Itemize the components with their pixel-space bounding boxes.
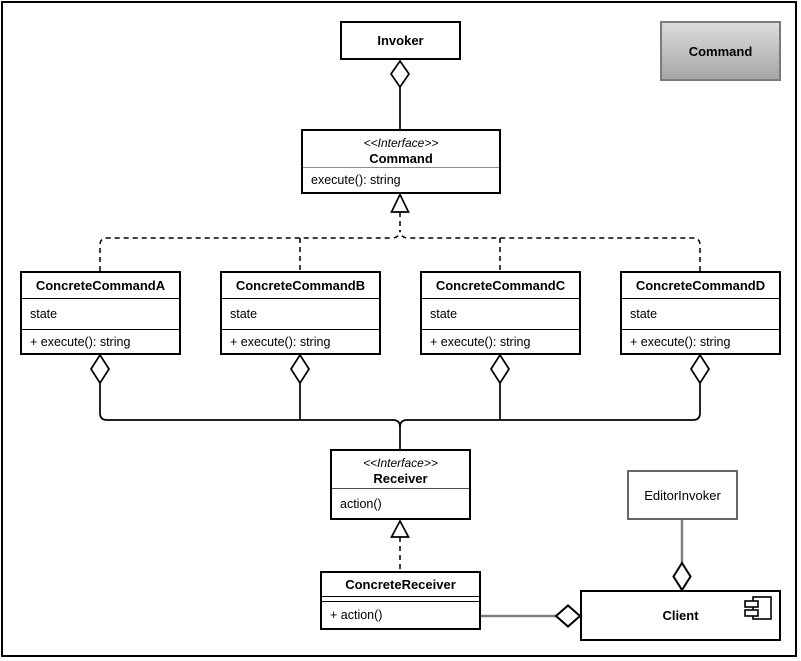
command-interface-method: execute(): string [303, 167, 499, 192]
concrete-receiver-method: + action() [330, 608, 383, 622]
editor-invoker-name: EditorInvoker [644, 487, 721, 503]
concrete-command-b: ConcreteCommandB state + execute(): stri… [220, 271, 381, 355]
invoker-class-name: Invoker [377, 33, 424, 48]
receiver-realization-link [390, 519, 410, 571]
invoker-class: Invoker [340, 21, 461, 60]
client-class: Client [580, 590, 781, 641]
invoker-command-aggregation [389, 59, 411, 129]
command-component-box: Command [660, 21, 781, 81]
editor-invoker-class: EditorInvoker [627, 470, 738, 520]
command-interface: <<Interface>> Command execute(): string [301, 129, 501, 194]
concrete-command-a-attribute: state [22, 298, 179, 330]
concrete-command-d-name: ConcreteCommandD [635, 278, 766, 293]
concrete-receiver-empty-attributes [322, 597, 479, 602]
receiver-interface-name: Receiver [373, 471, 428, 486]
command-interface-name: Command [369, 151, 433, 166]
concrete-command-c-name: ConcreteCommandC [435, 278, 566, 293]
concrete-command-a-method: + execute(): string [30, 334, 131, 349]
concrete-command-d-attribute: state [622, 298, 779, 330]
command-interface-stereotype: <<Interface>> [363, 136, 439, 150]
concrete-receiver: ConcreteReceiver + action() [320, 571, 481, 630]
concrete-command-d: ConcreteCommandD state + execute(): stri… [620, 271, 781, 355]
editorinvoker-client-aggregation [672, 520, 692, 592]
commands-receiver-aggregation [89, 353, 711, 449]
client-class-name: Client [662, 608, 699, 623]
concrete-command-d-method: + execute(): string [630, 334, 731, 349]
component-icon [744, 596, 772, 620]
command-realization-links [99, 212, 701, 271]
receiver-client-aggregation [480, 604, 582, 628]
receiver-interface-stereotype: <<Interface>> [363, 456, 438, 470]
command-interface-header: <<Interface>> Command [303, 131, 499, 167]
command-component-label: Command [688, 43, 753, 59]
concrete-command-b-name: ConcreteCommandB [235, 278, 366, 293]
concrete-command-a-name: ConcreteCommandA [35, 278, 166, 293]
concrete-command-a: ConcreteCommandA state + execute(): stri… [20, 271, 181, 355]
concrete-command-b-method: + execute(): string [230, 334, 331, 349]
receiver-interface-header: <<Interface>> Receiver [332, 451, 469, 488]
concrete-command-c-attribute: state [422, 298, 579, 330]
receiver-interface: <<Interface>> Receiver action() [330, 449, 471, 520]
concrete-command-c: ConcreteCommandC state + execute(): stri… [420, 271, 581, 355]
concrete-receiver-name: ConcreteReceiver [322, 573, 479, 597]
concrete-command-c-method: + execute(): string [430, 334, 531, 349]
command-realization-arrowhead [390, 192, 410, 213]
receiver-interface-method: action() [332, 488, 469, 518]
concrete-command-b-attribute: state [222, 298, 379, 330]
